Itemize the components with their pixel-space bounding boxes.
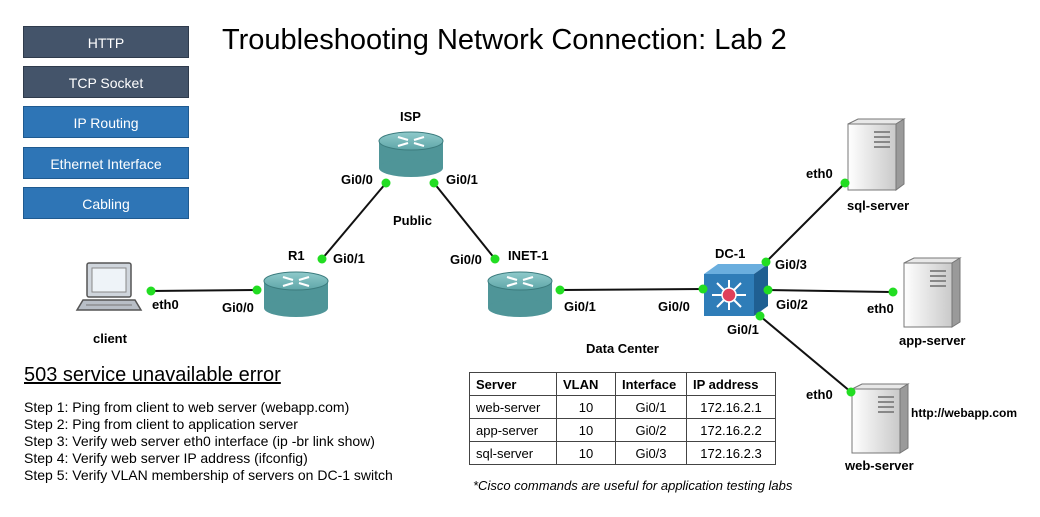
links	[149, 182, 894, 393]
table-header: Server	[469, 372, 557, 396]
label-dc1: DC-1	[715, 246, 746, 261]
port-dot-isp-gi01	[429, 178, 439, 188]
table-header: IP address	[686, 372, 776, 396]
layer-ip-routing[interactable]: IP Routing	[23, 106, 189, 138]
port-dot-app-eth0	[888, 287, 898, 297]
port-dot-client-eth0	[146, 286, 156, 296]
label-r1: R1	[288, 248, 305, 263]
port-dot-dc1-gi01	[755, 311, 765, 321]
layer-tcp-socket[interactable]: TCP Socket	[23, 66, 189, 98]
steps-list: Step 1: Ping from client to web server (…	[24, 399, 393, 484]
label-isp-gi01: Gi0/1	[446, 172, 478, 187]
label-dc1-gi02: Gi0/2	[776, 297, 808, 312]
label-dc1-gi00: Gi0/0	[658, 299, 690, 314]
port-dot-r1-gi01	[317, 254, 327, 264]
port-dot-web-eth0	[846, 387, 856, 397]
table-cell: 10	[556, 395, 616, 419]
server-table: Server VLAN Interface IP address web-ser…	[469, 372, 776, 465]
error-title: 503 service unavailable error	[24, 364, 281, 386]
port-dot-dc1-gi02	[763, 285, 773, 295]
table-cell: app-server	[469, 418, 557, 442]
label-web-eth0: eth0	[806, 387, 833, 402]
step-item: Step 1: Ping from client to web server (…	[24, 399, 350, 415]
table-cell: 172.16.2.3	[686, 441, 776, 465]
table-cell: web-server	[469, 395, 557, 419]
port-dot-dc1-gi03	[761, 257, 771, 267]
label-inet1: INET-1	[508, 248, 549, 263]
label-zone-public: Public	[393, 213, 433, 228]
step-item: Step 4: Verify web server IP address (if…	[24, 450, 308, 466]
layer-ethernet-interface[interactable]: Ethernet Interface	[23, 147, 189, 179]
table-cell: sql-server	[469, 441, 557, 465]
label-client: client	[93, 331, 127, 346]
table-header: Interface	[615, 372, 687, 396]
label-inet1-gi00: Gi0/0	[450, 252, 482, 267]
label-sql-eth0: eth0	[806, 166, 833, 181]
footnote: *Cisco commands are useful for applicati…	[473, 478, 793, 493]
label-app-eth0: eth0	[867, 301, 894, 316]
step-item: Step 2: Ping from client to application …	[24, 416, 298, 432]
label-app-server: app-server	[899, 333, 966, 348]
table-row: app-server 10 Gi0/2 172.16.2.2	[469, 418, 776, 442]
server-web-icon	[851, 383, 910, 454]
table-row: sql-server 10 Gi0/3 172.16.2.3	[469, 441, 776, 465]
router-isp-icon	[378, 131, 444, 177]
port-dot-isp-gi00	[381, 178, 391, 188]
port-dot-sql-eth0	[840, 178, 850, 188]
label-inet1-gi01: Gi0/1	[564, 299, 596, 314]
table-cell: 10	[556, 441, 616, 465]
step-item: Step 5: Verify VLAN membership of server…	[24, 467, 393, 483]
table-cell: Gi0/1	[615, 395, 687, 419]
laptop-client-icon	[75, 262, 143, 311]
layer-cabling[interactable]: Cabling	[23, 187, 189, 219]
step-item: Step 3: Verify web server eth0 interface…	[24, 433, 375, 449]
port-dot-r1-gi00	[252, 285, 262, 295]
label-dc1-gi03: Gi0/3	[775, 257, 807, 272]
link-client-r1	[149, 289, 258, 292]
page-title: Troubleshooting Network Connection: Lab …	[222, 24, 787, 56]
router-r1-icon	[263, 271, 329, 317]
label-r1-gi01: Gi0/1	[333, 251, 365, 266]
label-web-server: web-server	[845, 458, 914, 473]
server-app-icon	[903, 257, 962, 328]
label-isp: ISP	[400, 109, 421, 124]
port-dot-dc1-gi00	[698, 284, 708, 294]
link-dc1-web	[759, 315, 852, 393]
link-inet1-dc1	[559, 288, 704, 291]
link-r1-isp	[321, 182, 387, 260]
switch-dc1-icon	[704, 264, 768, 316]
label-zone-datacenter: Data Center	[586, 341, 659, 356]
port-dot-inet1-gi00	[490, 254, 500, 264]
label-client-eth0: eth0	[152, 297, 179, 312]
port-dot-inet1-gi01	[555, 285, 565, 295]
link-dc1-app	[766, 289, 894, 293]
table-cell: 172.16.2.1	[686, 395, 776, 419]
label-dc1-gi01: Gi0/1	[727, 322, 759, 337]
label-isp-gi00: Gi0/0	[341, 172, 373, 187]
table-cell: 10	[556, 418, 616, 442]
table-header: VLAN	[556, 372, 616, 396]
port-dots	[146, 178, 898, 397]
label-web-url: http://webapp.com	[911, 406, 1017, 420]
table-row: web-server 10 Gi0/1 172.16.2.1	[469, 395, 776, 419]
table-cell: Gi0/2	[615, 418, 687, 442]
server-sql-icon	[847, 118, 906, 191]
layer-http[interactable]: HTTP	[23, 26, 189, 58]
link-dc1-sql	[765, 182, 846, 263]
label-r1-gi00: Gi0/0	[222, 300, 254, 315]
link-isp-inet1	[433, 182, 496, 260]
table-header-row: Server VLAN Interface IP address	[469, 372, 776, 396]
table-cell: Gi0/3	[615, 441, 687, 465]
router-inet1-icon	[487, 271, 553, 317]
table-cell: 172.16.2.2	[686, 418, 776, 442]
label-sql-server: sql-server	[847, 198, 910, 213]
